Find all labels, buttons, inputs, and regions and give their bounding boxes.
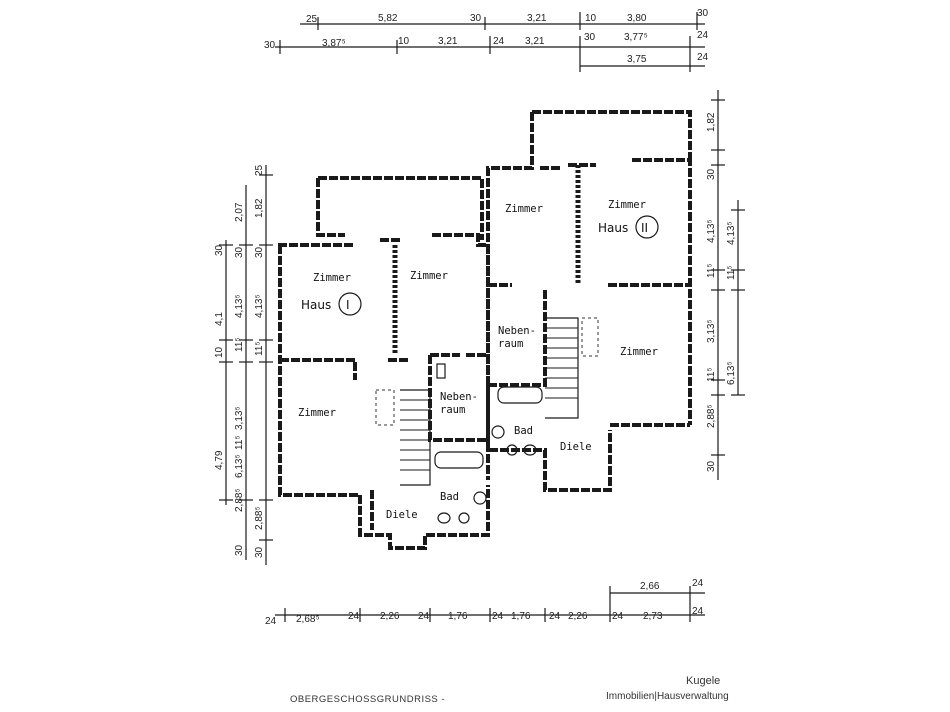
dim-bot-8: 1,76 [511, 611, 531, 622]
dim-top3-2: 24 [697, 52, 709, 63]
dim-bot-11: 24 [612, 611, 624, 622]
dim-bot-6: 1,76 [448, 611, 468, 622]
company-name: Kugele [686, 675, 721, 687]
dim-left2-2: 30 [234, 246, 245, 258]
dim-top2-6: 3,21 [525, 36, 545, 47]
dim-top-6: 3,80 [627, 13, 647, 24]
dim-right1-8: 30 [706, 460, 717, 472]
h1-nebenraum-label-1: Neben- [440, 391, 478, 403]
haus-2-walls [486, 110, 692, 492]
top-dimension-chains: 25 5,82 30 3,21 10 3,80 30 30 3,87⁵ 10 3… [264, 8, 709, 72]
dim-left2-1: 2,07 [234, 202, 245, 222]
dim-bot-12: 2,73 [643, 611, 663, 622]
dim-top-5: 10 [585, 13, 597, 24]
haus-2-number: II [641, 221, 648, 235]
dim-bot-13: 24 [692, 606, 704, 617]
dim-left3-7: 30 [254, 546, 265, 558]
dim-left3-6: 2,88⁵ [254, 506, 265, 530]
h1-bad-label: Bad [440, 491, 459, 503]
dim-right1-1: 1,82 [706, 112, 717, 132]
dim-right1-5: 3,13⁵ [706, 319, 717, 343]
h2-zimmer-a-label: Zimmer [505, 203, 543, 215]
dim-bot1-2: 24 [692, 578, 704, 589]
dim-top-4: 3,21 [527, 13, 547, 24]
dim-top2-4: 3,21 [438, 36, 458, 47]
h2-diele-label: Diele [560, 441, 592, 453]
dim-right1-3: 4,13⁵ [706, 219, 717, 243]
h2-zimmer-b-label: Zimmer [608, 199, 646, 211]
dim-bot-5: 24 [418, 611, 430, 622]
dim-top2-8: 3,77⁵ [624, 32, 648, 43]
dim-top2-3: 10 [398, 36, 410, 47]
dim-top-2: 5,82 [378, 13, 398, 24]
dim-left1-4: 4,79 [214, 450, 225, 470]
dim-top-7: 30 [697, 8, 709, 19]
dim-left2-7: 6,13⁵ [234, 454, 245, 478]
dim-bot-4: 2,26 [380, 611, 400, 622]
dim-right1-6: 11⁵ [706, 367, 717, 382]
dim-left2-6: 11⁵ [234, 435, 245, 450]
dim-left3-1: 25 [254, 164, 265, 176]
h2-nebenraum-label-2: raum [498, 338, 523, 350]
dim-top2-2: 3,87⁵ [322, 38, 346, 49]
dim-left3-5: 11⁵ [254, 341, 265, 356]
dim-bot-3: 24 [348, 611, 360, 622]
dim-bot-9: 24 [549, 611, 561, 622]
dim-bot-7: 24 [492, 611, 504, 622]
dim-top2-1: 30 [264, 40, 276, 51]
plan-title: OBERGESCHOSSGRUNDRISS - [290, 694, 446, 705]
dim-left2-9: 30 [234, 544, 245, 556]
h1-zimmer-b-label: Zimmer [410, 270, 448, 282]
h1-diele-label: Diele [386, 509, 418, 521]
dim-left2-3: 4,13⁵ [234, 294, 245, 318]
dim-right2-3: 6,13⁵ [726, 361, 737, 385]
company-subtitle: Immobilien|Hausverwaltung [606, 691, 729, 702]
haus-1-number: I [346, 298, 350, 312]
dim-bot-10: 2,26 [568, 611, 588, 622]
dim-bot-1: 24 [265, 616, 277, 627]
dim-right1-2: 30 [706, 168, 717, 180]
dim-right2-2: 11⁵ [726, 265, 737, 280]
h2-bad-label: Bad [514, 425, 533, 437]
dim-bot-2: 2,68⁵ [296, 614, 320, 625]
house-labels: Haus I Haus II [301, 215, 659, 316]
left-dimension-chains: 30 4,1 10 4,79 2,07 30 4,13⁵ 11⁵ 3,13⁵ 1… [214, 164, 273, 565]
haus-1-circle [338, 292, 362, 316]
dim-top3-1: 3,75 [627, 54, 647, 65]
dim-left1-3: 10 [214, 346, 225, 358]
dim-top2-5: 24 [493, 36, 505, 47]
haus-2-label: Haus [598, 221, 628, 235]
h2-zimmer-c-label: Zimmer [620, 346, 658, 358]
dim-top2-9: 24 [697, 30, 709, 41]
right-dimension-chains: 1,82 30 4,13⁵ 11⁵ 3,13⁵ 11⁵ 2,88⁵ 30 4,1… [706, 90, 745, 480]
h1-zimmer-a-label: Zimmer [313, 272, 351, 284]
room-labels: Zimmer Zimmer Zimmer Neben- raum Bad Die… [298, 199, 658, 521]
dim-top2-7: 30 [584, 32, 596, 43]
dim-top-1: 25 [306, 14, 318, 25]
dim-left2-5: 3,13⁵ [234, 406, 245, 430]
dim-left3-4: 4,13⁵ [254, 294, 265, 318]
dim-left2-4: 11⁵ [234, 337, 245, 352]
h2-nebenraum-label-1: Neben- [498, 325, 536, 337]
haus-2-circle [635, 215, 659, 239]
haus-1-label: Haus [301, 298, 331, 312]
bottom-dimension-chains: 2,66 24 24 2,68⁵ 24 2,26 24 1,76 24 1,76… [265, 578, 705, 627]
dim-left1-2: 4,1 [214, 312, 225, 326]
dim-top-3: 30 [470, 13, 482, 24]
dim-right1-7: 2,88⁵ [706, 404, 717, 428]
dim-bot1-1: 2,66 [640, 581, 660, 592]
h1-zimmer-c-label: Zimmer [298, 407, 336, 419]
dim-left1-1: 30 [214, 244, 225, 256]
dim-right2-1: 4,13⁵ [726, 221, 737, 245]
dim-left2-8: 2,88⁵ [234, 488, 245, 512]
h1-nebenraum-label-2: raum [440, 404, 465, 416]
dim-left3-2: 1,82 [254, 198, 265, 218]
dim-left3-3: 30 [254, 246, 265, 258]
dim-right1-4: 11⁵ [706, 263, 717, 278]
